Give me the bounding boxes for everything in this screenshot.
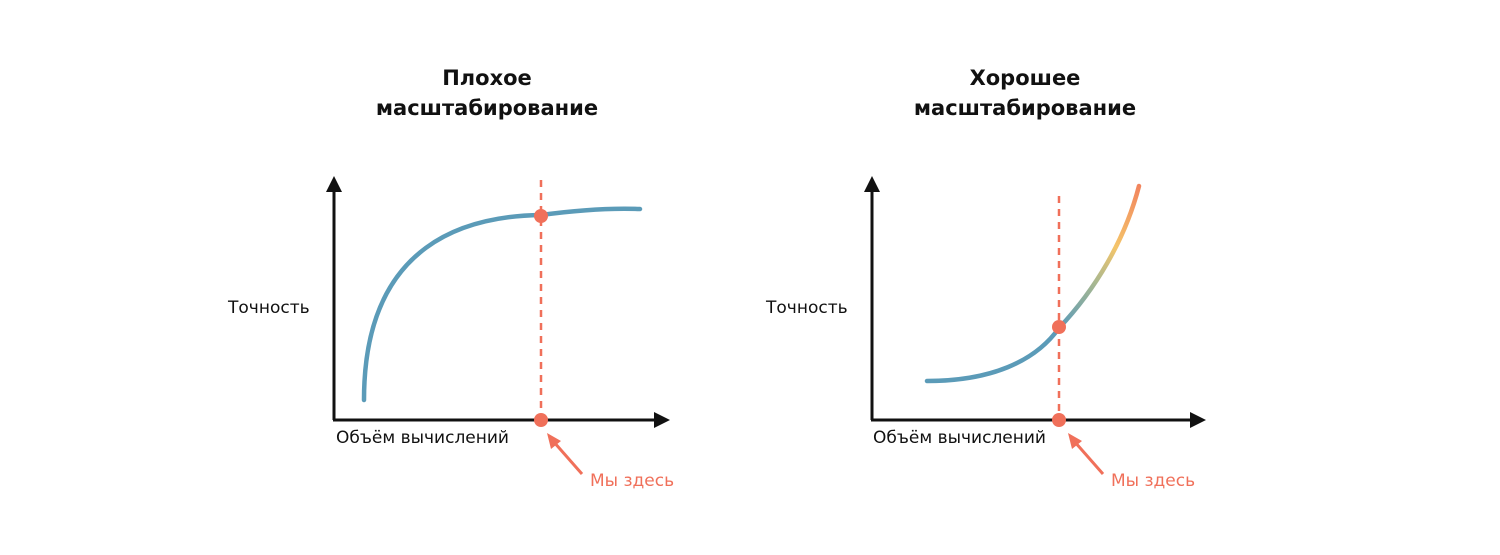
title-line-2: масштабирование	[913, 96, 1137, 120]
x-axis-arrowhead	[1190, 412, 1206, 428]
y-axis-label: Точность	[228, 298, 310, 318]
y-axis-label: Точность	[766, 298, 848, 318]
x-axis-label: Объём вычислений	[336, 428, 509, 448]
y-axis-arrowhead	[326, 176, 342, 192]
accuracy-curve	[361, 206, 643, 403]
title-line-1: Хорошее	[969, 66, 1081, 90]
accuracy-curve-past	[924, 325, 1062, 384]
y-axis-arrowhead	[864, 176, 880, 192]
marker-arrowhead	[1068, 433, 1082, 449]
x-axis-arrowhead	[654, 412, 670, 428]
x-axis-label: Объём вычислений	[873, 428, 1046, 448]
marker-arrowhead	[547, 433, 561, 449]
marker-label: Мы здесь	[590, 471, 675, 491]
accuracy-curve-future	[1056, 183, 1142, 331]
bad-scaling-diagram	[326, 176, 670, 475]
axis-point	[534, 413, 548, 427]
panel-title: Хорошее масштабирование	[815, 63, 1235, 123]
marker-label: Мы здесь	[1111, 471, 1196, 491]
title-line-1: Плохое	[442, 66, 532, 90]
title-line-2: масштабирование	[375, 96, 599, 120]
axis-point	[1052, 413, 1066, 427]
curve-point	[534, 209, 548, 223]
panel-title: Плохое масштабирование	[277, 63, 697, 123]
curve-point	[1052, 320, 1066, 334]
marker-arrow	[551, 440, 584, 475]
marker-arrow	[1072, 440, 1105, 475]
panel-bad-scaling: Плохое масштабирование Точность Объём вы…	[228, 63, 697, 491]
